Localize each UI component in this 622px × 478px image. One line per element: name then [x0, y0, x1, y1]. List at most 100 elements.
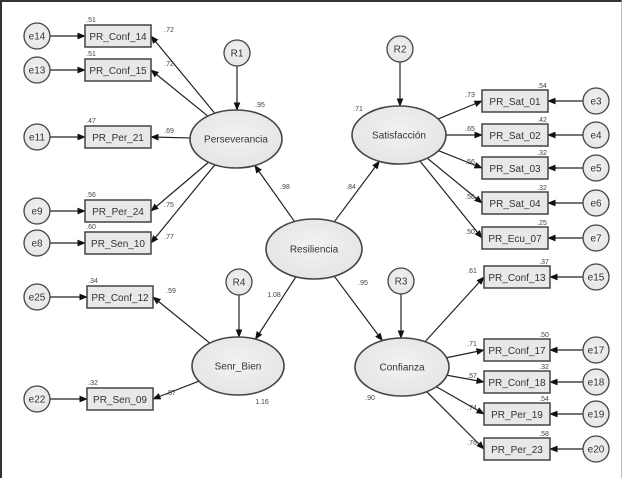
- error-circle-e17: [582, 336, 610, 364]
- indicator-r2: .56: [86, 192, 96, 199]
- indicator-r2: .60: [86, 224, 96, 231]
- latent-perseverancia: Perseverancia: [189, 109, 283, 169]
- indicator-label: PR_Per_24: [92, 207, 144, 218]
- loading-coef: .72: [164, 61, 174, 68]
- error-label: e15: [588, 273, 605, 284]
- latent-label: Confianza: [379, 363, 424, 374]
- error-label: e11: [29, 133, 45, 144]
- residual-label: R2: [394, 45, 407, 56]
- latent-ellipse: [351, 105, 447, 165]
- edges-layer: [50, 32, 583, 453]
- indicator-r2: .32: [88, 380, 98, 387]
- indicator-label: PR_Sat_04: [489, 199, 541, 210]
- error-circle-e15: [582, 263, 610, 291]
- loading-coef: .57: [166, 390, 176, 397]
- loading-coef: .76: [467, 440, 477, 447]
- indicator-label: PR_Per_23: [491, 445, 543, 456]
- indicator-pr-sat-02: PR_Sat_02 e4: [481, 121, 610, 149]
- indicator-label: PR_Conf_12: [91, 293, 149, 304]
- loading-coef: .50: [465, 229, 475, 236]
- indicator-box: [483, 402, 551, 426]
- residual-circle: [387, 267, 415, 295]
- indicator-label: PR_Sat_01: [489, 97, 541, 108]
- indicator-box: [481, 226, 549, 250]
- structural-coef: 1.08: [267, 292, 281, 299]
- error-label: e9: [31, 207, 43, 218]
- loading-coef: .56: [465, 194, 475, 201]
- structural-path-satisfaccion: [333, 160, 380, 223]
- loading-coef: .72: [164, 27, 174, 34]
- indicator-r2: .32: [539, 364, 549, 371]
- latent-senr-bien: Senr_Bien: [191, 336, 285, 396]
- residual-circle: [386, 35, 414, 63]
- loading-coef: .61: [467, 268, 477, 275]
- residual-node-r2: R2: [386, 35, 414, 63]
- loading-coef: .57: [467, 373, 477, 380]
- indicator-r2: .54: [537, 83, 547, 90]
- indicator-label: PR_Conf_15: [89, 66, 147, 77]
- indicator-box: [84, 199, 152, 223]
- structural-path-senr_bien: [254, 276, 297, 340]
- latent-label: Resiliencia: [290, 245, 339, 256]
- residual-circle: [225, 268, 253, 296]
- loading-coef: .65: [465, 126, 475, 133]
- latent-label: Satisfacción: [372, 131, 426, 142]
- error-label: e20: [588, 445, 605, 456]
- indicator-box: [483, 437, 551, 461]
- error-label: e7: [590, 234, 602, 245]
- loading-path: [437, 100, 483, 120]
- indicator-label: PR_Conf_18: [488, 378, 546, 389]
- indicator-r2: .58: [539, 431, 549, 438]
- structural-coef: .95: [358, 280, 368, 287]
- loading-path: [150, 133, 191, 141]
- error-circle-e13: [23, 56, 51, 84]
- latent-ellipse: [191, 336, 285, 396]
- latent-r2: 1.16: [255, 399, 269, 406]
- indicator-r2: .50: [539, 332, 549, 339]
- indicator-box: [84, 58, 152, 82]
- indicator-r2: .37: [539, 259, 549, 266]
- indicator-r2: .42: [537, 117, 547, 124]
- error-circle-e11: [23, 123, 51, 151]
- loading-path: [150, 35, 216, 114]
- error-circle-e14: [23, 22, 51, 50]
- indicator-r2: .51: [86, 51, 96, 58]
- loading-path: [419, 160, 483, 239]
- indicator-box: [481, 123, 549, 147]
- loading-path: [436, 386, 485, 415]
- error-circle-e4: [582, 121, 610, 149]
- latent-satisfaccion: Satisfacción: [351, 105, 447, 165]
- indicator-r2: .34: [88, 278, 98, 285]
- indicator-r2: .54: [539, 396, 549, 403]
- latent-ellipse: [189, 109, 283, 169]
- indicator-label: PR_Sat_02: [489, 131, 541, 142]
- error-circle-e9: [23, 197, 51, 225]
- indicator-label: PR_Conf_13: [488, 273, 546, 284]
- error-circle-e22: [23, 385, 51, 413]
- error-label: e4: [590, 131, 602, 142]
- loading-path: [446, 374, 485, 384]
- indicator-box: [483, 338, 551, 362]
- residual-label: R1: [231, 49, 244, 60]
- error-label: e17: [588, 346, 605, 357]
- indicator-label: PR_Per_19: [491, 410, 543, 421]
- error-circle-e19: [582, 400, 610, 428]
- loading-coef: .75: [164, 202, 174, 209]
- loading-path: [438, 150, 483, 169]
- indicator-label: PR_Sen_09: [93, 395, 147, 406]
- error-circle-e7: [582, 224, 610, 252]
- latent-r2: .95: [255, 102, 265, 109]
- structural-coef: .98: [280, 184, 290, 191]
- error-circle-e18: [582, 368, 610, 396]
- indicator-label: PR_Per_21: [92, 133, 144, 144]
- loading-path: [150, 69, 209, 117]
